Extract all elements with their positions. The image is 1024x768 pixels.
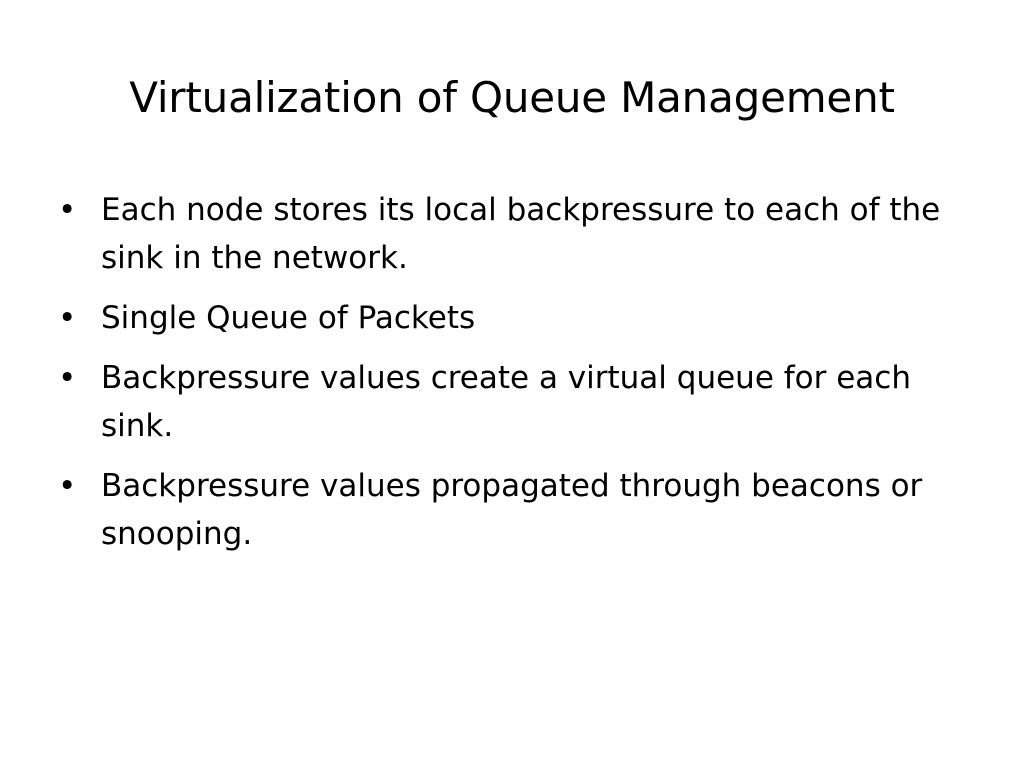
bullet-list: • Each node stores its local backpressur…	[58, 186, 978, 570]
bullet-text: Backpressure values propagated through b…	[101, 468, 923, 552]
list-item: • Backpressure values create a virtual q…	[58, 354, 978, 450]
bullet-dot-icon: •	[58, 300, 77, 336]
list-item: • Single Queue of Packets	[58, 294, 978, 342]
bullet-text: Single Queue of Packets	[101, 300, 476, 336]
bullet-dot-icon: •	[58, 468, 77, 504]
bullet-dot-icon: •	[58, 192, 77, 228]
bullet-text: Backpressure values create a virtual que…	[101, 360, 911, 444]
list-item: • Backpressure values propagated through…	[58, 462, 978, 558]
bullet-text: Each node stores its local backpressure …	[101, 192, 941, 276]
list-item: • Each node stores its local backpressur…	[58, 186, 978, 282]
slide-title: Virtualization of Queue Management	[129, 73, 895, 122]
bullet-dot-icon: •	[58, 360, 77, 396]
